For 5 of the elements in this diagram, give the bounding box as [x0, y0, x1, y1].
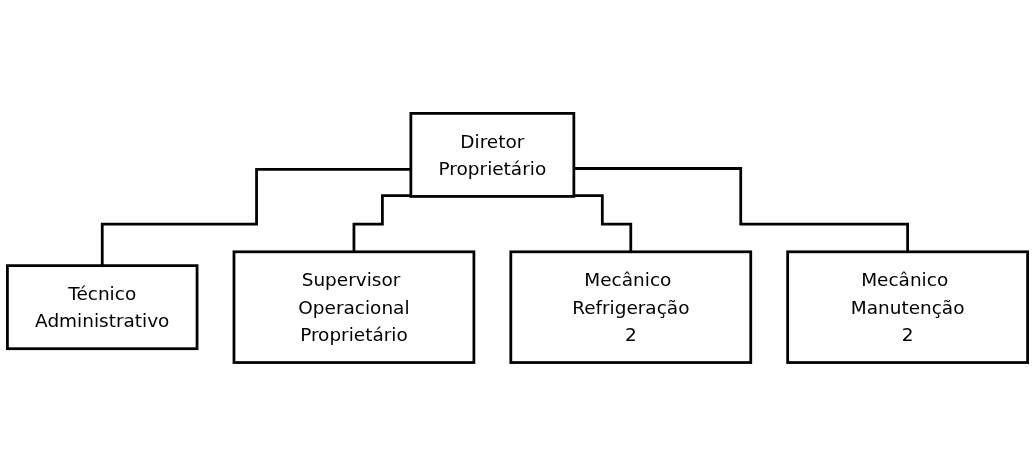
node-box: Supervisor Operacional Proprietário	[232, 249, 476, 364]
node-box: Mecânico Refrigeração 2	[509, 249, 753, 364]
node-box: Técnico Administrativo	[6, 263, 199, 350]
node-box: Diretor Proprietário	[409, 111, 576, 198]
node-box: Mecânico Manutenção 2	[786, 249, 1029, 364]
